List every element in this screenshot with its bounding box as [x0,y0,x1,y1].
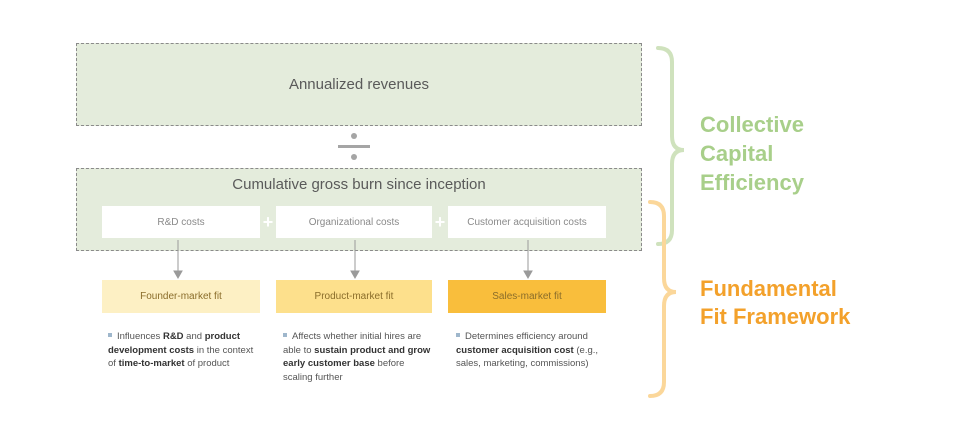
sales-market-fit-box: Sales-market fit [448,280,606,313]
plus-icon: + [262,211,274,232]
founder-fit-description: Influences R&D and product development c… [108,330,258,371]
bullet-text: Influences R&D and product development c… [108,331,254,369]
sales-market-fit-label: Sales-market fit [492,291,562,302]
bullet-text: Determines efficiency around customer ac… [456,331,599,369]
product-market-fit-box: Product-market fit [276,280,432,313]
rd-costs-label: R&D costs [157,216,205,228]
brace-icons [648,46,685,398]
sales-fit-description: Determines efficiency around customer ac… [456,330,606,371]
organizational-costs-box: Organizational costs [276,206,432,238]
founder-market-fit-label: Founder-market fit [140,291,222,302]
bullet-icon [108,333,112,338]
rd-costs-box: R&D costs [102,206,260,238]
bullet-text: Affects whether initial hires are able t… [283,331,431,383]
organizational-costs-label: Organizational costs [308,216,400,228]
fundamental-line-1: Fundamental [700,276,837,301]
annualized-revenues-label: Annualized revenues [288,76,430,93]
divide-icon [338,133,370,160]
plus-icon: + [434,211,446,232]
gross-burn-title: Cumulative gross burn since inception [232,176,486,193]
fundamental-line-2: Fit Framework [700,304,851,329]
collective-capital-efficiency-label: Collective Capital Efficiency [700,110,804,197]
product-fit-description: Affects whether initial hires are able t… [283,330,431,384]
customer-acquisition-costs-box: Customer acquisition costs [448,206,606,238]
green-brace [656,46,685,246]
collective-line-2: Capital [700,141,774,166]
bullet-icon [456,333,460,338]
fundamental-fit-framework-label: Fundamental Fit Framework [700,275,850,331]
bullet-icon [283,333,287,338]
collective-line-1: Collective [700,112,804,137]
product-market-fit-label: Product-market fit [314,291,394,302]
collective-line-3: Efficiency [700,170,804,195]
customer-acquisition-costs-label: Customer acquisition costs [467,216,587,228]
founder-market-fit-box: Founder-market fit [102,280,260,313]
annualized-revenues-box: Annualized revenues [76,43,642,126]
orange-brace [648,200,677,398]
